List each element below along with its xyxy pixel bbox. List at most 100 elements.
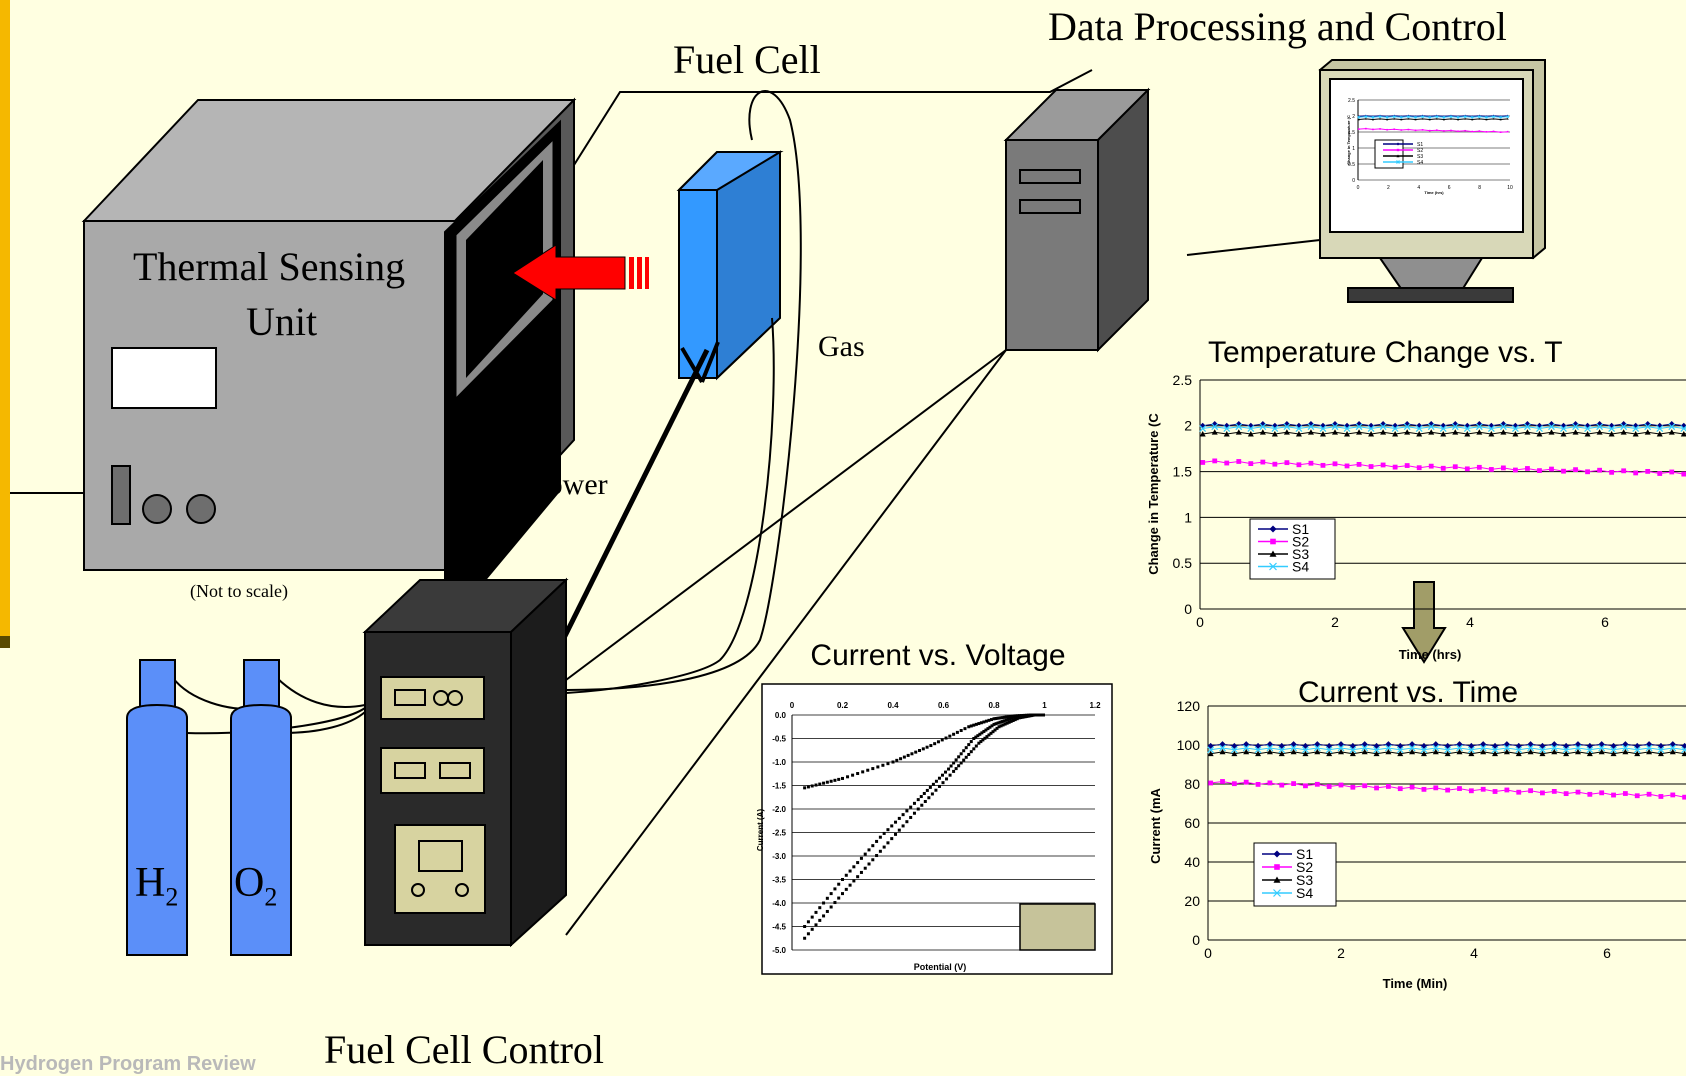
data-point (810, 915, 814, 919)
marker-s2 (1274, 864, 1280, 870)
current-vs-time-chart: 02040608010012002468S1S2S3S4Current vs. … (1148, 676, 1686, 991)
x-axis-label: Time (hrs) (1399, 647, 1462, 662)
x-tick-label: 0 (790, 701, 795, 710)
marker-s3 (1273, 876, 1281, 883)
data-point (825, 909, 829, 913)
data-point (886, 762, 890, 766)
data-point (1010, 716, 1014, 720)
marker-s1 (1396, 142, 1400, 146)
data-point (954, 758, 958, 762)
data-point (825, 896, 829, 900)
not-to-scale-note: (Not to scale) (190, 581, 288, 601)
y-tick-label: 60 (1184, 815, 1200, 831)
y-tick-label: 120 (1177, 698, 1201, 714)
y-tick-label: -1.0 (772, 758, 786, 767)
data-point (974, 744, 978, 748)
y-tick-label: 1.5 (1173, 464, 1193, 480)
data-point (833, 901, 837, 905)
computer-tower (1003, 87, 1151, 353)
data-point (814, 783, 818, 787)
data-point (1019, 716, 1023, 720)
y-axis-label: Current (mA (1148, 787, 1163, 863)
data-point (944, 736, 948, 740)
fuel-cell-label: Fuel Cell (673, 37, 821, 82)
data-point (894, 820, 898, 824)
data-point (1000, 720, 1004, 724)
x-tick-label: 8 (1478, 185, 1481, 191)
data-point (959, 752, 963, 756)
data-point (902, 755, 906, 759)
series-s4 (1357, 115, 1510, 119)
data-point (918, 748, 922, 752)
marker-s4 (1396, 160, 1400, 164)
data-point (909, 805, 913, 809)
data-point (863, 852, 867, 856)
marker-s4 (1207, 746, 1215, 754)
x-axis-label: Time (hrs) (1424, 190, 1444, 195)
data-point (901, 824, 905, 828)
data-point (856, 861, 860, 865)
data-point (1004, 715, 1008, 719)
marker-s4 (1199, 425, 1207, 432)
y-tick-label: 2.5 (1348, 98, 1355, 104)
data-point (1015, 717, 1019, 721)
thermal-sensing-label-line2: Unit (246, 299, 318, 344)
data-point (871, 858, 875, 862)
data-point (989, 731, 993, 735)
data-point (890, 837, 894, 841)
legend-entry: S2 (1417, 148, 1423, 154)
y-tick-label: -4.5 (772, 923, 786, 932)
marker-s2 (1208, 780, 1214, 786)
marker-s4 (1269, 562, 1277, 571)
power-cable (557, 348, 710, 648)
x-tick-label: 2 (1331, 614, 1339, 630)
data-point (992, 722, 996, 726)
y-tick-label: 0 (1184, 601, 1192, 617)
computer-monitor (1318, 59, 1546, 303)
data-point (957, 764, 961, 768)
iv-curve-3 (803, 713, 1045, 940)
data-point (1023, 715, 1027, 719)
chart-title: Temperature Change vs. T (1208, 336, 1563, 369)
data-point (930, 792, 934, 796)
data-point (851, 773, 855, 777)
data-point (967, 725, 971, 729)
data-point (878, 835, 882, 839)
data-point (859, 870, 863, 874)
data-point (992, 717, 996, 721)
y-tick-label: 0.5 (1173, 555, 1193, 571)
data-point (959, 761, 963, 765)
marker-s2 (1200, 460, 1206, 465)
series-s3 (1207, 748, 1686, 757)
data-point (969, 740, 973, 744)
legend-entry: S2 (1296, 859, 1313, 875)
connection-wires (172, 69, 1321, 936)
data-point (861, 770, 865, 774)
marker-s3 (1396, 154, 1400, 158)
data-point (923, 799, 927, 803)
series-line (1202, 431, 1686, 435)
data-point (818, 918, 822, 922)
data-point (1002, 719, 1006, 723)
data-point (818, 906, 822, 910)
data-point (1029, 714, 1033, 718)
data-point (905, 820, 909, 824)
data-point (882, 845, 886, 849)
data-point (920, 803, 924, 807)
series-s2 (1200, 458, 1686, 477)
data-point (914, 750, 918, 754)
data-point (875, 839, 879, 843)
power-cable-fork-a (680, 346, 704, 384)
data-point (977, 741, 981, 745)
data-point (963, 727, 967, 731)
x-tick-label: 0 (1196, 614, 1204, 630)
x-tick-label: 0.4 (887, 701, 899, 710)
series-line (1210, 780, 1686, 798)
y-tick-label: -3.5 (772, 876, 786, 885)
x-tick-label: 4 (1470, 945, 1478, 961)
legend-entry: S1 (1296, 846, 1313, 862)
data-point (841, 878, 844, 881)
data-point (933, 742, 937, 746)
marker-s4 (1357, 115, 1361, 119)
